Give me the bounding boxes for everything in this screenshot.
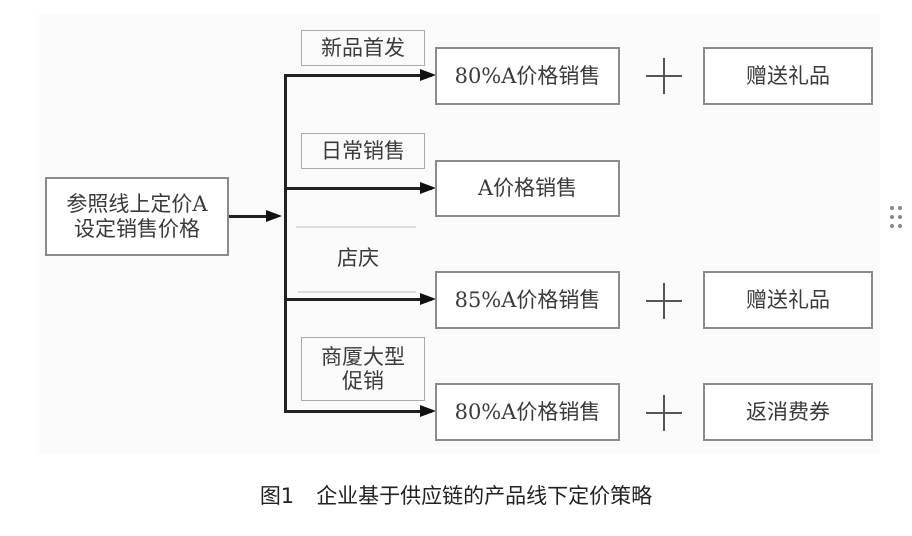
- condition-3-top-rule: [296, 226, 416, 228]
- branch-line-3: [284, 298, 432, 301]
- branch-line-1: [284, 74, 432, 77]
- action-box-4: 80%A价格销售: [435, 383, 620, 441]
- plus-icon-4: [646, 395, 682, 431]
- action-box-2: A价格销售: [435, 160, 620, 217]
- condition-text-4a: 商厦大型: [321, 344, 405, 369]
- extra-box-3: 赠送礼品: [703, 271, 873, 329]
- plus-icon-3: [646, 283, 682, 319]
- plus-icon-1: [646, 58, 682, 94]
- extra-text-3: 赠送礼品: [746, 287, 830, 312]
- action-box-1: 80%A价格销售: [435, 47, 620, 105]
- source-box: 参照线上定价A 设定销售价格: [45, 177, 229, 256]
- figure-number: 图1: [259, 484, 295, 508]
- branch-line-2: [284, 187, 432, 190]
- branch-arrowhead-1: [420, 69, 436, 81]
- extra-box-4: 返消费券: [703, 383, 873, 441]
- condition-text-2: 日常销售: [321, 138, 405, 163]
- condition-3-bottom-rule: [298, 291, 416, 293]
- condition-text-1: 新品首发: [321, 35, 405, 60]
- drag-handle-icon[interactable]: [890, 206, 904, 230]
- condition-text-3: 店庆: [337, 245, 379, 270]
- action-text-2: A价格销售: [477, 176, 578, 201]
- condition-label-2: 日常销售: [301, 133, 425, 169]
- action-text-4: 80%A价格销售: [454, 399, 601, 424]
- condition-label-4: 商厦大型 促销: [301, 337, 425, 401]
- condition-text-4b: 促销: [342, 369, 384, 393]
- source-connector: [229, 215, 269, 218]
- source-line-2: 设定销售价格: [74, 216, 200, 241]
- branch-arrowhead-4: [420, 405, 436, 417]
- branch-line-4: [284, 410, 432, 413]
- condition-label-1: 新品首发: [301, 30, 425, 66]
- figure-caption: 图1 企业基于供应链的产品线下定价策略: [0, 480, 912, 510]
- figure-title: 企业基于供应链的产品线下定价策略: [316, 484, 653, 508]
- source-arrowhead: [266, 210, 282, 222]
- condition-label-3: 店庆: [296, 228, 420, 288]
- action-text-1: 80%A价格销售: [454, 63, 601, 88]
- extra-text-1: 赠送礼品: [746, 63, 830, 88]
- branch-arrowhead-2: [420, 182, 436, 194]
- branch-arrowhead-3: [420, 293, 436, 305]
- action-text-3: 85%A价格销售: [454, 287, 601, 312]
- source-line-1: 参照线上定价A: [66, 192, 208, 217]
- trunk-line: [284, 74, 287, 412]
- action-box-3: 85%A价格销售: [435, 271, 620, 329]
- extra-box-1: 赠送礼品: [703, 47, 873, 105]
- extra-text-4: 返消费券: [746, 399, 830, 424]
